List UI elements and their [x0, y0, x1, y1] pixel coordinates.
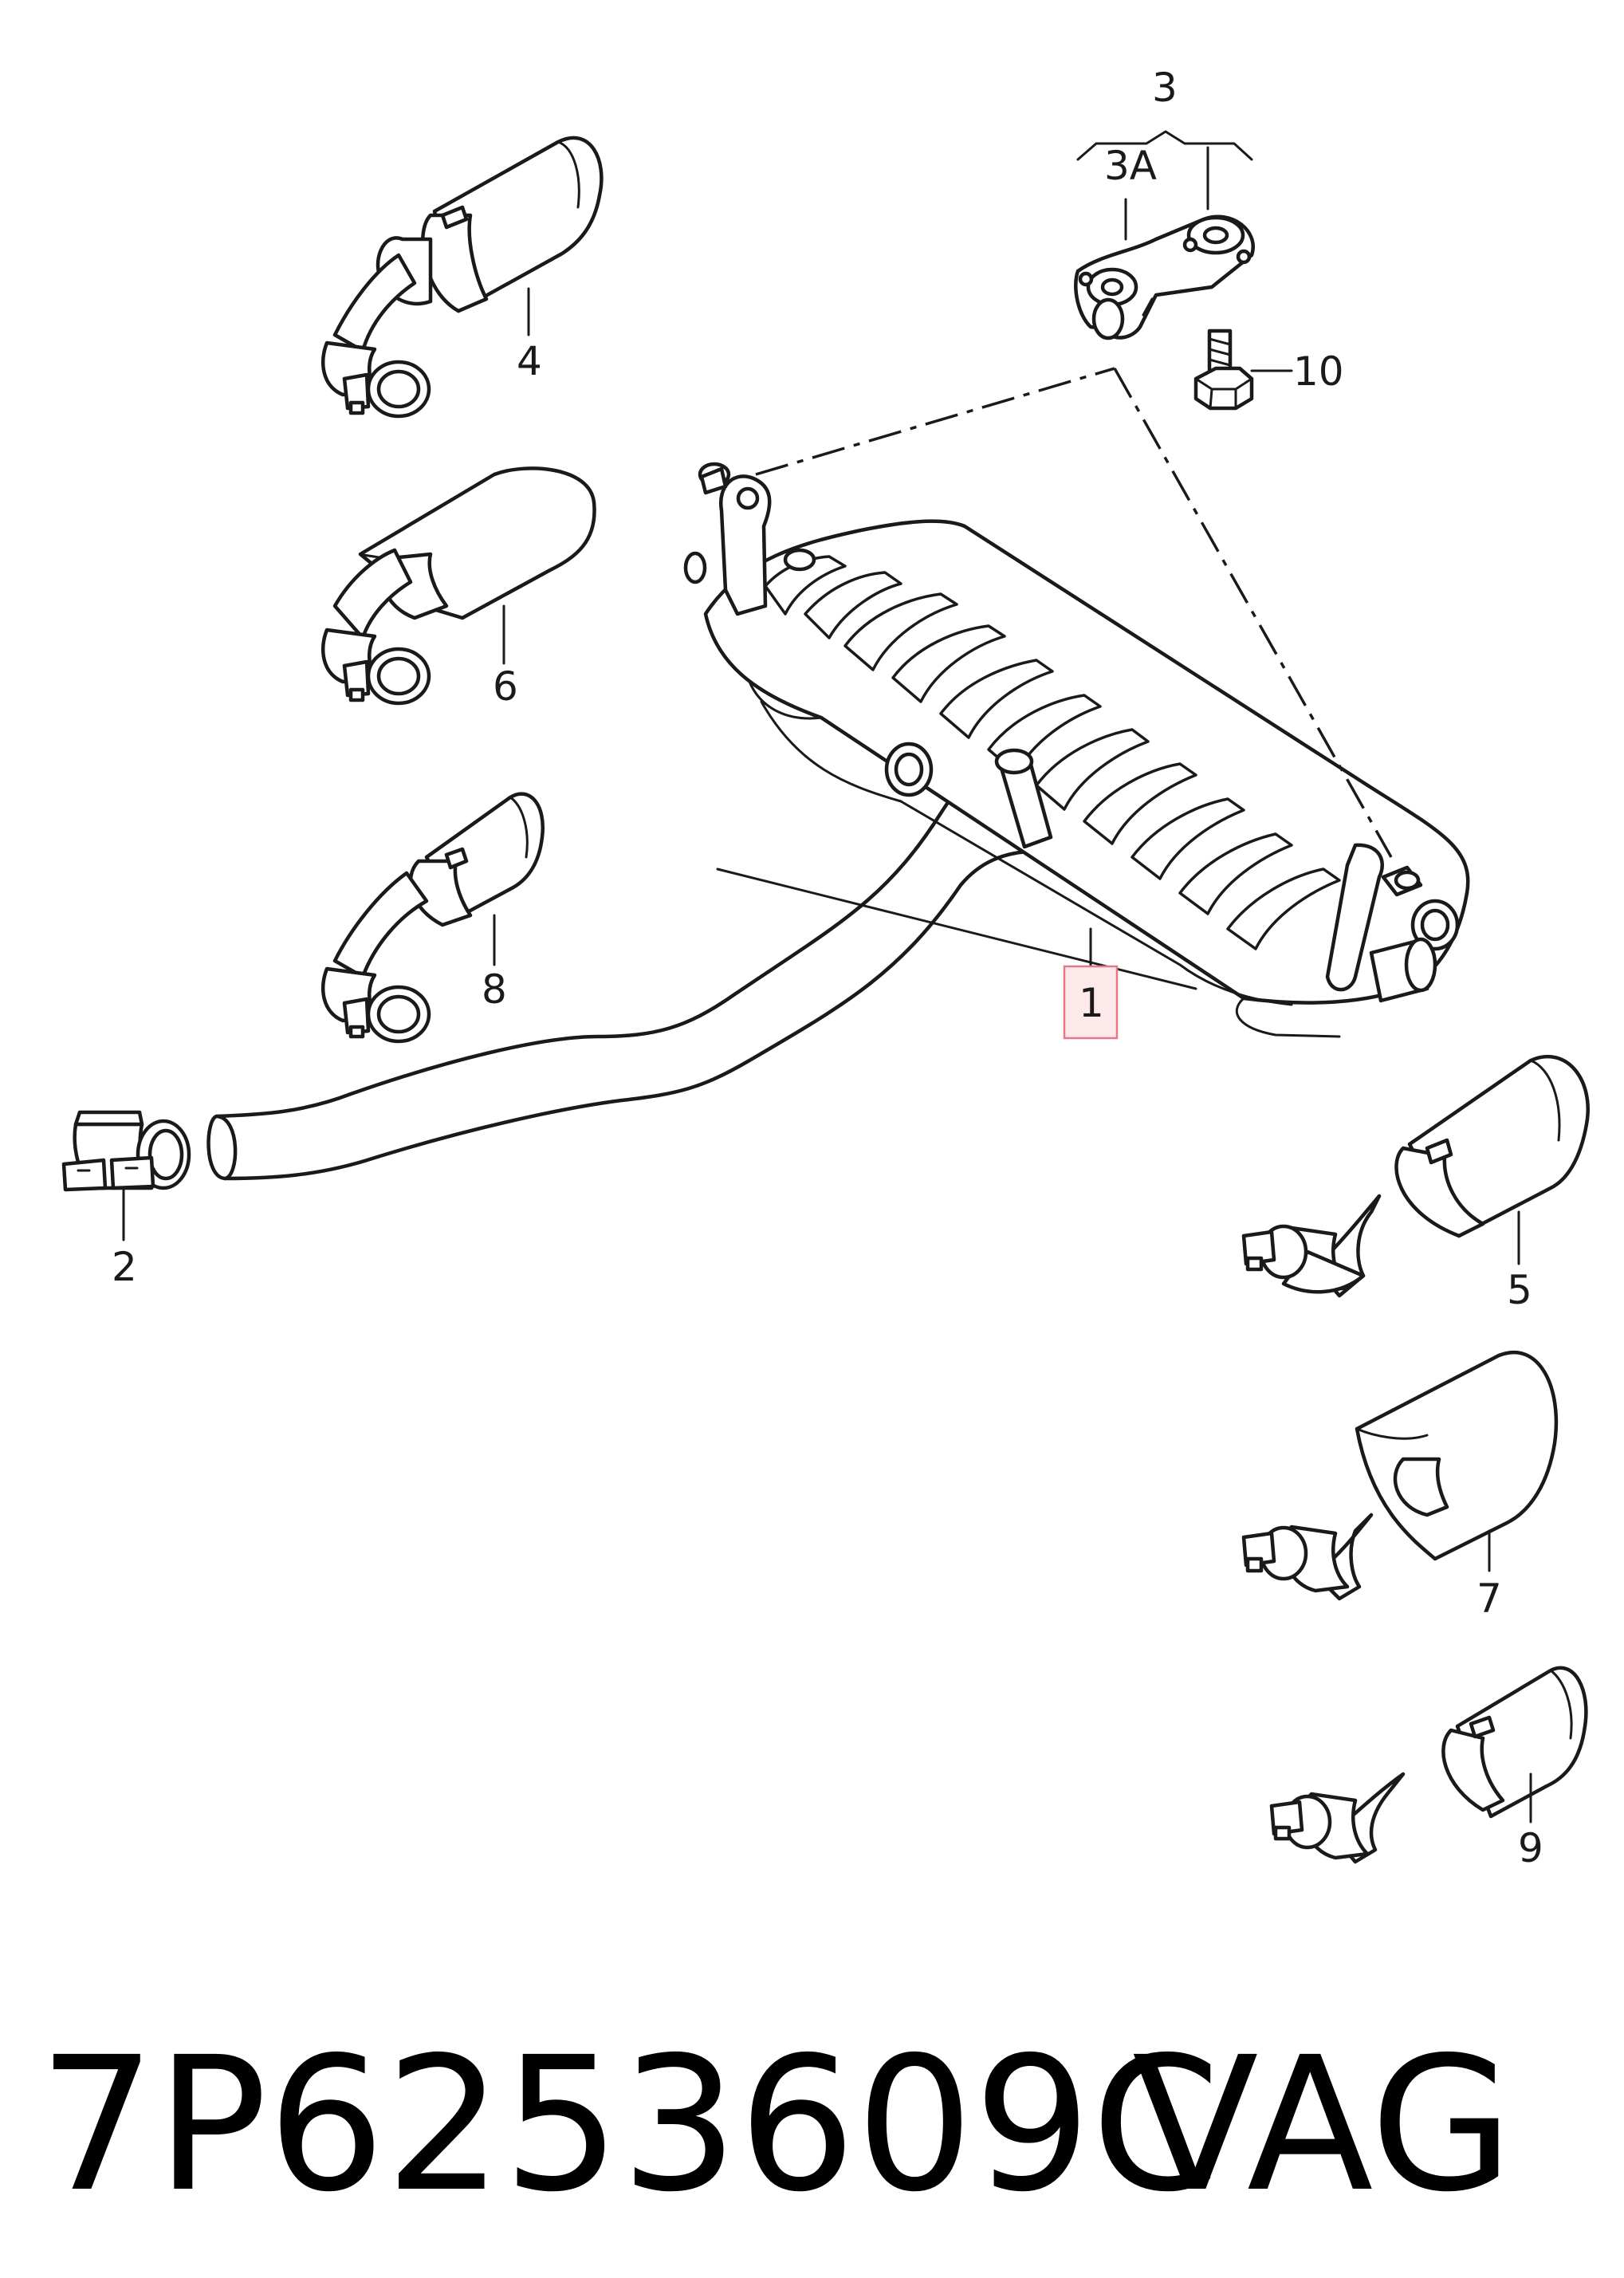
tailpipe-5: [1241, 1054, 1590, 1298]
callout-7: 7: [1477, 1576, 1502, 1622]
callout-9: 9: [1518, 1825, 1543, 1871]
rubber-hanger-assembly: [1074, 214, 1255, 340]
part-number: 7P6253609C: [38, 2017, 1221, 2233]
silencer-outlet-pipes: [884, 742, 1460, 1003]
callout-8: 8: [482, 966, 507, 1013]
callout-10: 10: [1293, 348, 1344, 395]
tailpipe-7: [1241, 1350, 1559, 1601]
tailpipe-9: [1269, 1666, 1588, 1864]
callout-1-highlight: [1063, 965, 1119, 1040]
tailpipe-8: [320, 792, 545, 1044]
callout-3a: 3A: [1104, 143, 1157, 189]
brand-name: VAG: [1132, 2017, 1513, 2233]
callout-3: 3: [1152, 65, 1178, 111]
callout-6: 6: [493, 663, 518, 710]
callout-4: 4: [517, 338, 542, 384]
mounting-line-right: [1113, 368, 1393, 858]
callout-1: 1: [1079, 980, 1104, 1026]
footer-caption: 7P6253609C VAG: [38, 2017, 1513, 2233]
callout-labels: 3 3A 10 4 6 8 2 5 7 9 1: [112, 65, 1543, 1871]
rear-silencer-assembly: [206, 367, 1470, 1181]
leader-lines: [122, 130, 1532, 1824]
tailpipe-4: [320, 136, 604, 419]
silencer-hanger-brackets: [683, 462, 1384, 992]
hex-bolt: [1193, 329, 1254, 411]
callout-2: 2: [112, 1244, 137, 1290]
tailpipe-6: [320, 466, 596, 706]
pipe-clamp: [61, 1110, 191, 1192]
mounting-line-left: [755, 367, 1115, 476]
callout-5: 5: [1507, 1267, 1532, 1313]
